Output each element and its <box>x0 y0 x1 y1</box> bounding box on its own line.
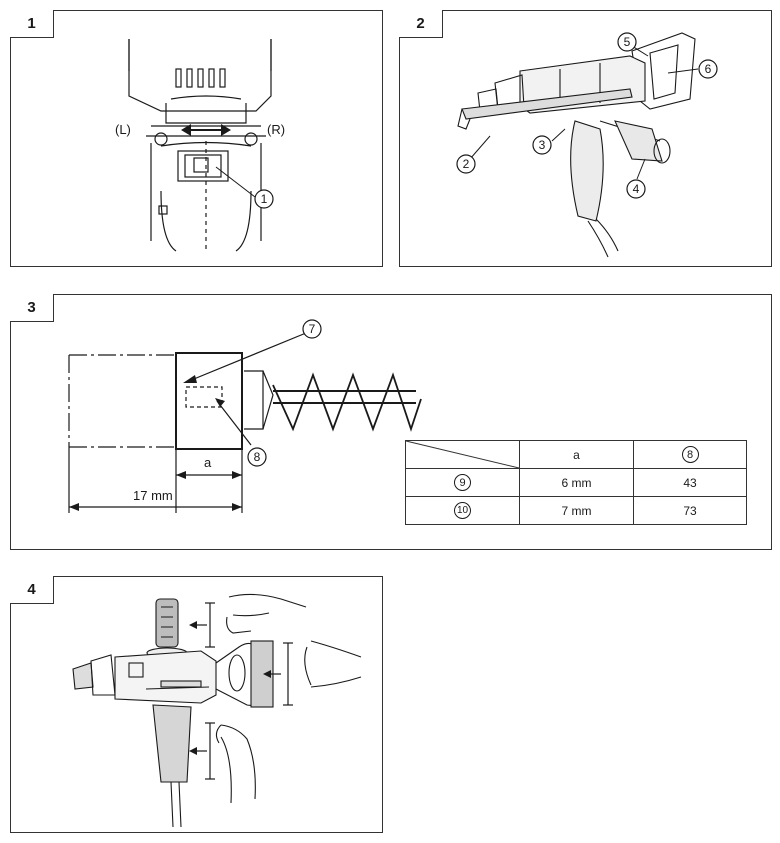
drill-switch-illustration: (L) (R) 1 <box>115 39 285 252</box>
callout-1-circle <box>254 189 274 209</box>
callout-1: 1 <box>261 192 268 206</box>
callout-2: 2 <box>456 154 476 174</box>
panel-number-4: 4 <box>10 576 54 604</box>
drill-with-handles-illustration: 2 3 4 5 6 <box>456 32 718 258</box>
svg-text:5: 5 <box>624 35 631 49</box>
figure-panel-4: 4 <box>10 576 383 833</box>
header-8: 8 <box>633 440 747 469</box>
table-corner-cell <box>405 440 520 469</box>
callout-3: 3 <box>532 135 552 155</box>
header-a: a <box>519 440 634 469</box>
dimension-a-label: a <box>204 455 212 470</box>
svg-text:4: 4 <box>633 182 640 196</box>
right-rotation-label: (R) <box>267 122 285 137</box>
panel-number-3: 3 <box>10 294 54 322</box>
bit-shank-diagram: a 17 mm 7 8 <box>68 319 422 513</box>
svg-text:7: 7 <box>309 322 316 336</box>
callout-5: 5 <box>617 32 637 52</box>
svg-text:3: 3 <box>539 138 546 152</box>
callout-4: 4 <box>626 179 646 199</box>
row-id-9: 9 <box>405 468 520 497</box>
svg-text:8: 8 <box>254 450 261 464</box>
panel-number-1: 1 <box>10 10 54 38</box>
callout-8: 8 <box>247 447 267 467</box>
two-hand-operation-illustration <box>72 593 362 828</box>
row-9-a: 6 mm <box>519 468 634 497</box>
callout-6: 6 <box>698 59 718 79</box>
row-10-a: 7 mm <box>519 496 634 525</box>
table-row: 10 7 mm 73 <box>405 496 747 525</box>
figure-panel-1: 1 <box>10 10 383 267</box>
left-rotation-label: (L) <box>115 122 131 137</box>
panel-number-2: 2 <box>399 10 443 38</box>
svg-text:2: 2 <box>463 157 470 171</box>
dimension-17mm-label: 17 mm <box>133 488 173 503</box>
row-10-value: 73 <box>633 496 747 525</box>
bit-spec-table: a 8 9 6 mm 43 10 7 mm 73 <box>405 440 747 525</box>
row-9-value: 43 <box>633 468 747 497</box>
row-id-10: 10 <box>405 496 520 525</box>
table-header-row: a 8 <box>405 440 747 469</box>
table-row: 9 6 mm 43 <box>405 468 747 497</box>
svg-text:6: 6 <box>705 62 712 76</box>
callout-7: 7 <box>302 319 322 339</box>
figure-panel-2: 2 <box>399 10 772 267</box>
